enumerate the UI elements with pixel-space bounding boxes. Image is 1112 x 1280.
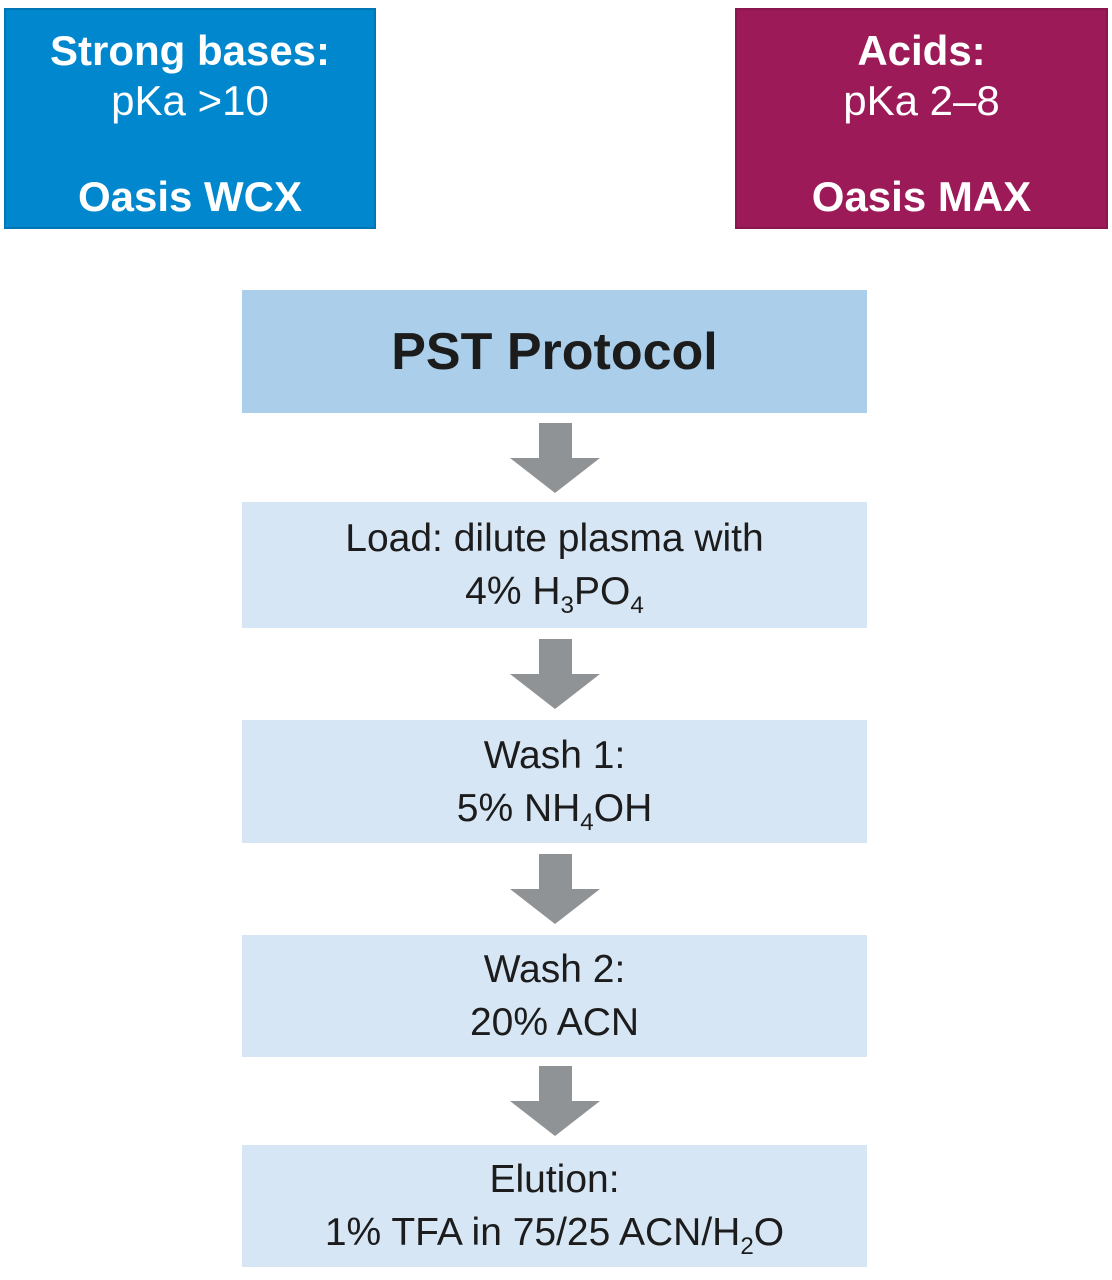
flow-step-line: Elution: xyxy=(489,1158,620,1201)
flow-step-line: Wash 2: xyxy=(483,948,626,991)
down-arrow-icon xyxy=(242,413,867,502)
flow-step-line: 20% ACN xyxy=(469,1001,640,1044)
flow-step-line: 1% TFA in 75/25 ACN/H2O xyxy=(324,1211,785,1260)
flow-step-line: 4% H3PO4 xyxy=(465,570,644,619)
flowchart-title-box: PST Protocol xyxy=(242,290,867,413)
strong-bases-product: Oasis WCX xyxy=(77,173,303,220)
pst-protocol-flowchart: PST Protocol Load: dilute plasma with 4% … xyxy=(242,290,867,1267)
acids-pka-range: pKa 2–8 xyxy=(843,77,1000,124)
flow-step-line: 5% NH4OH xyxy=(456,786,653,836)
flow-step-wash-1: Wash 1: 5% NH4OH xyxy=(242,720,867,843)
strong-bases-title: Strong bases: xyxy=(49,27,331,74)
flow-step-elution: Elution: 1% TFA in 75/25 ACN/H2O xyxy=(242,1145,867,1267)
down-arrow-icon xyxy=(242,1057,867,1145)
flow-step-line: Load: dilute plasma with xyxy=(345,517,764,560)
acids-title: Acids: xyxy=(857,27,986,74)
flow-step-wash-2: Wash 2: 20% ACN xyxy=(242,935,867,1057)
acids-box: Acids: pKa 2–8 Oasis MAX xyxy=(735,8,1108,229)
flow-step-load: Load: dilute plasma with 4% H3PO4 xyxy=(242,502,867,628)
flowchart-title: PST Protocol xyxy=(391,322,718,381)
strong-bases-pka-range: pKa >10 xyxy=(111,77,269,124)
flow-step-line: Wash 1: xyxy=(483,733,626,777)
down-arrow-icon xyxy=(242,628,867,720)
strong-bases-box: Strong bases: pKa >10 Oasis WCX xyxy=(4,8,376,229)
down-arrow-icon xyxy=(242,843,867,935)
acids-product: Oasis MAX xyxy=(811,173,1032,220)
